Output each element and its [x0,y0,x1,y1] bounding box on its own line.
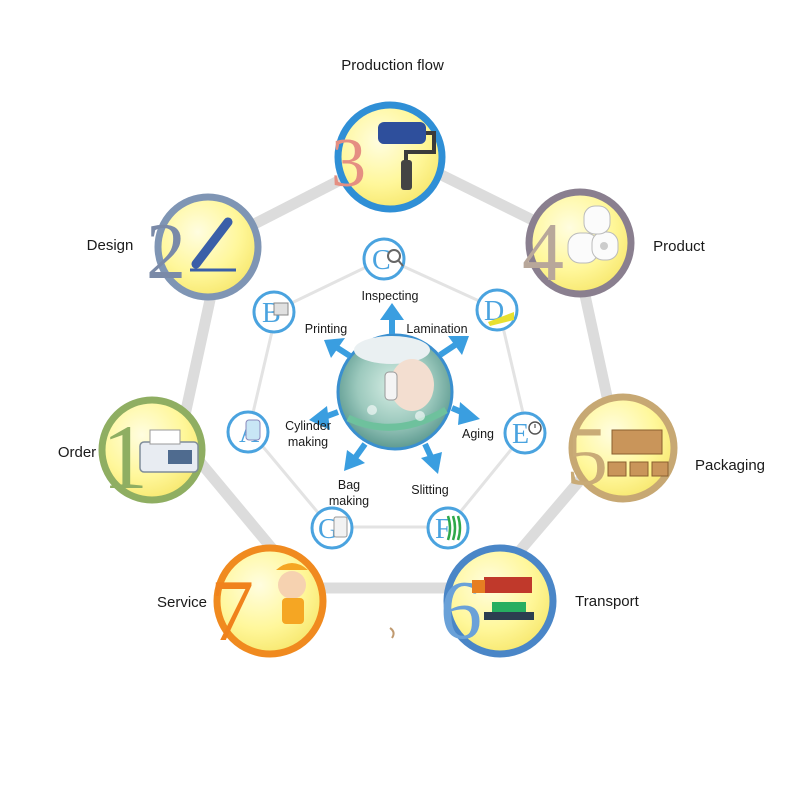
label-lamination: Lamination [397,321,477,337]
label-production-flow: Production flow [340,58,445,74]
outer-step-7: 7 [210,548,323,660]
label-order: Order [52,445,102,461]
inner-step-B: B [254,292,294,332]
step-number: 4 [522,206,564,299]
outer-step-2: 2 [146,197,258,297]
label-inspecting: Inspecting [350,288,430,304]
label-product: Product [640,239,718,255]
outer-step-3: 3 [331,105,442,209]
label-service: Service [142,595,222,611]
outer-step-5: 5 [566,397,674,503]
outer-step-4: 4 [522,192,631,299]
inner-step-C: C [364,239,404,279]
cardboard-boxes-icon [608,430,668,476]
label-cylinder-making: Cylinder making [275,418,341,450]
inner-letter: C [372,245,391,276]
label-aging: Aging [453,426,503,442]
arrow-down-left [344,444,365,471]
inner-step-E: E [505,413,545,453]
inner-step-A: A [228,412,268,452]
label-slitting: Slitting [400,482,460,498]
outer-step-1: 1 [102,400,202,508]
cylinder-icon [246,420,260,440]
step-number: 7 [210,563,254,660]
bag-icon [334,517,347,537]
label-bag-making: Bag making [322,477,376,509]
label-printing: Printing [298,321,354,337]
printer-icon [274,303,288,315]
inner-step-G: G [312,508,352,548]
arrow-up-right [440,336,469,355]
arrow-down-right [421,444,442,474]
inner-step-F: F [428,508,468,548]
step-number: 5 [566,410,608,503]
arrow-right [452,402,480,425]
arrow-up-left [324,338,350,358]
step-number: 3 [331,125,366,202]
label-design: Design [80,238,140,254]
inner-letter: E [512,419,529,450]
alarm-clock-icon [529,422,541,434]
label-packaging: Packaging [680,458,780,474]
center-photo [338,335,452,449]
inner-step-D: D [477,290,517,330]
small-hook-icon [390,628,394,638]
step-number: 2 [146,208,186,296]
label-transport: Transport [562,594,652,610]
step-number: 6 [440,564,482,657]
outer-step-6: 6 [440,548,553,657]
